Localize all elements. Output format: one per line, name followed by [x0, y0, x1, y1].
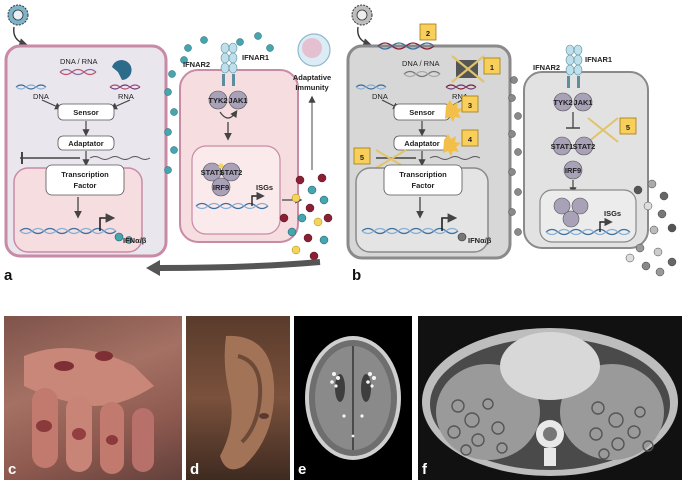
dna-helix-b — [355, 84, 387, 90]
entry-arrow — [13, 26, 28, 47]
honeycomb-pattern — [447, 398, 654, 460]
dna-helix-left — [15, 84, 47, 90]
isgs-label: ISGs — [256, 183, 273, 192]
mutation-burst-4 — [443, 134, 461, 156]
panel-c-letter: c — [8, 461, 17, 478]
svg-text:3: 3 — [468, 101, 472, 110]
dna-rna-helix — [59, 68, 97, 76]
badge-3: 3 — [461, 95, 479, 113]
adaptative-label-1: Adaptative — [293, 73, 331, 82]
panel-e-letter: e — [298, 461, 307, 478]
ifnar1-label: IFNAR1 — [242, 53, 269, 62]
dna-rna-helix-b — [403, 70, 441, 78]
ifnar2-label-b: IFNAR2 — [533, 63, 560, 72]
badge-5b: 5 — [619, 117, 637, 135]
ifn-label-b: IFNα/β — [468, 236, 492, 245]
tyk2-label-b: TYK2 — [553, 98, 572, 107]
isg-dna-b — [545, 228, 631, 236]
stat1-label-b: STAT1 — [551, 142, 574, 151]
svg-text:5: 5 — [626, 123, 630, 132]
badge-4: 4 — [461, 129, 479, 147]
stat1-label: STAT1 — [201, 168, 224, 177]
chest-ct-shape — [422, 328, 678, 476]
isgs-label-b: ISGs — [604, 209, 621, 218]
sensor-box — [57, 103, 115, 121]
tf-label-2: Factor — [74, 181, 97, 190]
sensor-label: Sensor — [73, 108, 99, 117]
dna-rna-label-b: DNA / RNA — [402, 59, 440, 68]
dna-rna-label: DNA / RNA — [60, 57, 98, 66]
adaptator-box — [57, 135, 115, 151]
rna-helix-right — [109, 84, 141, 90]
ifnar1-label-b: IFNAR1 — [585, 55, 612, 64]
feedback-arrow — [159, 259, 321, 271]
tf-label-b2: Factor — [412, 181, 435, 190]
virus-icon — [7, 4, 29, 26]
jak1-label-b: JAK1 — [573, 98, 592, 107]
adaptator-label-b: Adaptator — [404, 139, 439, 148]
adaptator-label: Adaptator — [68, 139, 103, 148]
stat2-label: STAT2 — [220, 168, 243, 177]
rna-helix-b — [445, 84, 477, 90]
rna-label-b: RNA — [452, 92, 468, 101]
hand-shapes — [4, 316, 182, 480]
panel-d-letter: d — [190, 461, 200, 478]
photo-chest-ct: f — [418, 316, 682, 480]
photo-hand: c — [4, 316, 182, 480]
block-x-1 — [451, 55, 485, 83]
photo-brain-ct: e — [294, 316, 412, 480]
tf-box-b — [383, 164, 463, 196]
ifn-dots — [164, 32, 274, 174]
ear-shape — [220, 335, 275, 470]
tf-label-1: Transcription — [61, 170, 109, 179]
brain-ct-shape — [305, 336, 401, 460]
virus-icon-b — [351, 4, 373, 26]
panel-b: DNA / RNA DNA RNA Sensor Adaptator — [346, 4, 677, 284]
isg-dna — [195, 202, 269, 210]
ifnar-receptor-b — [565, 44, 583, 88]
transcription-factor-box — [45, 164, 125, 196]
panel-a-letter: a — [4, 267, 13, 284]
ifn-label: IFNα/β — [123, 236, 147, 245]
dna-label: DNA — [33, 92, 49, 101]
badge-5a: 5 — [353, 147, 371, 165]
block-x-5b — [587, 117, 619, 143]
panel-a: DNA / RNA DNA RNA Sensor Adaptator — [4, 4, 333, 284]
irf9-label-b: IRF9 — [565, 166, 581, 175]
ifnar2-label: IFNAR2 — [183, 60, 210, 69]
adaptative-label-2: Immunity — [295, 83, 329, 92]
rna-wave — [89, 156, 151, 160]
cytokine-cluster-b — [625, 179, 677, 277]
svg-text:5: 5 — [360, 153, 364, 162]
cytokine-cluster — [279, 173, 333, 261]
svg-text:4: 4 — [468, 135, 473, 144]
svg-text:2: 2 — [426, 29, 430, 38]
membrane-helix — [377, 42, 435, 50]
mutation-burst-3 — [445, 100, 463, 122]
stat2-label-b: STAT2 — [573, 142, 596, 151]
badge-1: 1 — [483, 57, 501, 75]
irf9-label: IRF9 — [213, 183, 229, 192]
panel-b-letter: b — [352, 267, 361, 284]
sensor-label-b: Sensor — [409, 108, 435, 117]
jak1-label: JAK1 — [228, 96, 247, 105]
badge-2: 2 — [419, 23, 437, 41]
panel-f-letter: f — [422, 461, 427, 478]
ifnar-receptor — [220, 42, 238, 86]
tf-label-b1: Transcription — [399, 170, 447, 179]
rna-label: RNA — [118, 92, 134, 101]
dna-label-b: DNA — [372, 92, 388, 101]
tyk2-label: TYK2 — [208, 96, 227, 105]
svg-text:1: 1 — [490, 63, 494, 72]
ifn-dots-b — [508, 76, 522, 236]
photo-ear: d — [186, 316, 290, 480]
nuclease-icon — [112, 60, 132, 80]
